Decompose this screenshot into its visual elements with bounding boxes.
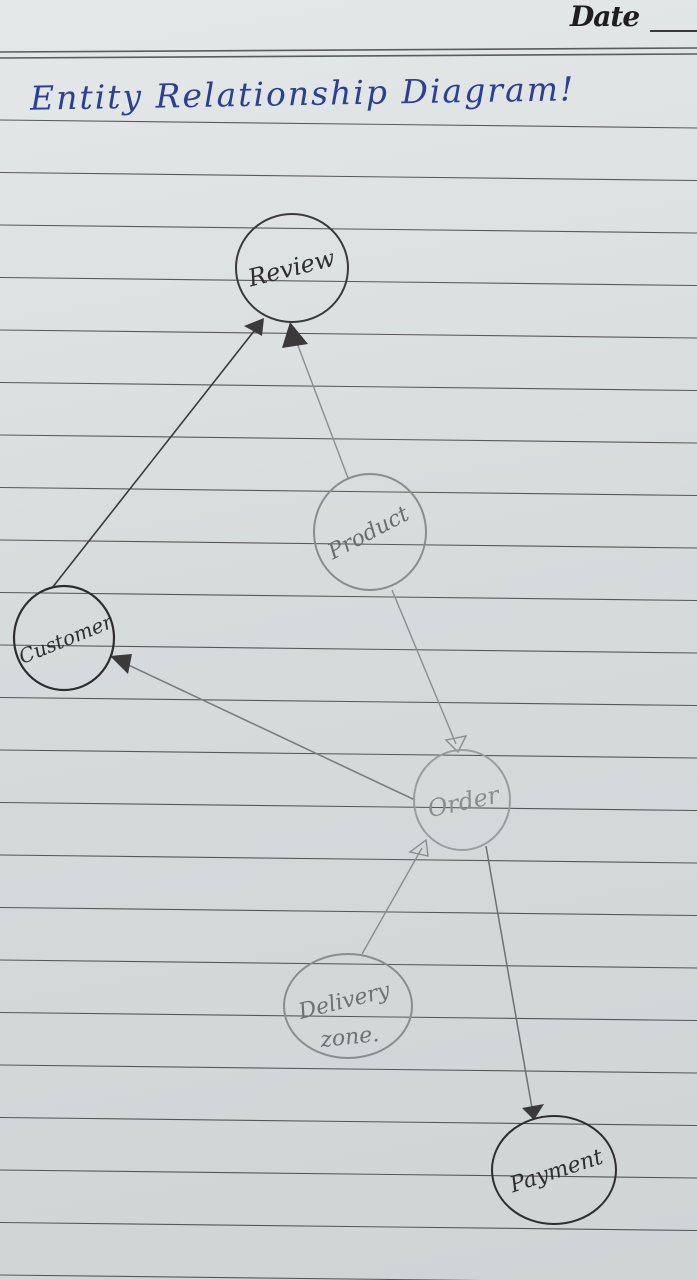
rule-line [0, 276, 697, 287]
rule-line [0, 329, 697, 339]
rule-line [0, 381, 697, 392]
rule-line [0, 1221, 697, 1232]
date-underline [650, 30, 697, 32]
arrowhead-payment-from-order [522, 1104, 544, 1120]
relationship-order-customer [121, 661, 416, 801]
entity-delivery-zone: Delivery zone. [283, 953, 413, 1059]
date-label: Date [570, 0, 640, 33]
rule-line [0, 959, 697, 969]
arrowhead-customer-from-order [110, 654, 132, 674]
rule-line [0, 1011, 697, 1022]
entity-review-circle [235, 213, 349, 323]
arrowhead-order-from-delivery [408, 838, 429, 857]
entity-order-circle [413, 749, 511, 851]
entity-delivery-zone-label-line2: zone. [318, 1022, 380, 1053]
relationship-product-order [391, 589, 457, 745]
arrowhead-review-from-product [282, 322, 308, 348]
rule-line [0, 1274, 484, 1280]
rule-line [0, 591, 697, 602]
rule-line [0, 906, 697, 917]
relationship-delivery-order [361, 847, 423, 955]
rule-line [0, 644, 697, 654]
entity-order-label: Order [425, 780, 503, 823]
entity-customer-circle [12, 584, 116, 692]
relationship-order-payment [485, 845, 533, 1109]
entity-payment-label: Payment [506, 1145, 606, 1199]
entity-order: Order [413, 749, 511, 851]
rule-line [0, 1169, 697, 1179]
entity-customer-label: Customer [15, 609, 117, 669]
arrowhead-order-from-product [444, 735, 468, 754]
rule-line [0, 171, 697, 182]
relationships [51, 318, 544, 1120]
rule-line [0, 53, 697, 59]
rule-line [0, 224, 697, 234]
entity-delivery-zone-label-line1: Delivery [295, 978, 393, 1025]
rule-line [0, 119, 697, 129]
entity-payment: Payment [491, 1115, 617, 1225]
entity-product-label: Product [323, 502, 413, 566]
rule-line [0, 801, 697, 812]
arrowhead-review-from-customer [244, 318, 264, 336]
rule-line [0, 854, 697, 864]
entity-payment-circle [491, 1115, 617, 1225]
rule-line [0, 696, 697, 707]
rule-line [0, 486, 697, 497]
entity-product-circle [313, 473, 427, 591]
entity-customer: Customer [12, 584, 117, 692]
rule-line [0, 434, 697, 444]
rule-line [0, 1116, 697, 1127]
relationship-customer-review [51, 325, 259, 589]
entity-delivery-zone-circle [283, 953, 413, 1059]
relationship-product-review [293, 334, 349, 479]
ruled-lines [0, 47, 697, 1280]
rule-line [0, 749, 697, 759]
rule-line [0, 47, 697, 53]
entity-review: Review [235, 213, 349, 323]
rule-line [0, 1064, 697, 1074]
rule-line [0, 539, 697, 549]
entity-review-label: Review [244, 244, 338, 293]
